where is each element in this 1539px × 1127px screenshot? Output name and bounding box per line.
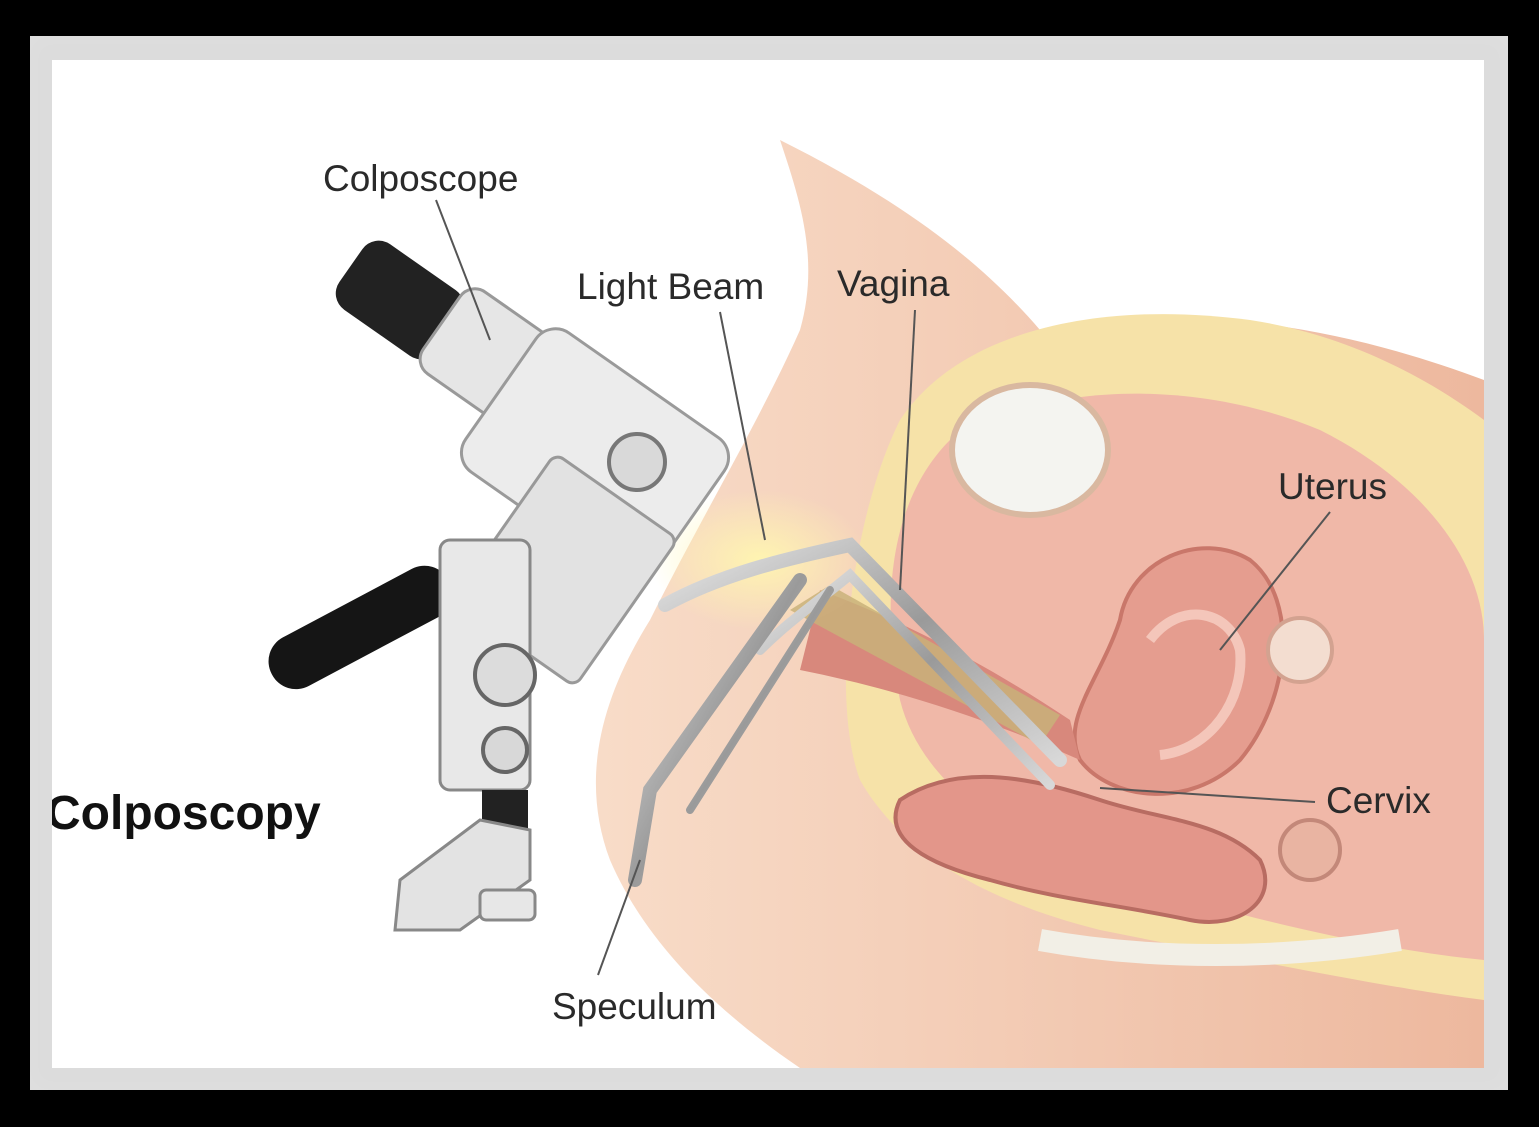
diagram-canvas: Colposcope Light Beam Vagina Uterus Cerv…: [52, 60, 1484, 1068]
leader-vagina: [899, 309, 916, 591]
uterus-shape: [1072, 546, 1285, 796]
leader-lines: [435, 199, 1331, 976]
label-colposcope: Colposcope: [323, 158, 519, 199]
illustration: [268, 140, 1484, 1068]
leader-light-beam: [719, 311, 766, 541]
colposcope-shape: [268, 240, 731, 932]
light-beam-shaft: [790, 585, 1060, 745]
bladder: [949, 382, 1111, 518]
diagram-title: Colposcopy: [52, 787, 321, 840]
rectum: [893, 774, 1268, 924]
label-speculum: Speculum: [552, 986, 717, 1027]
label-light-beam: Light Beam: [577, 266, 765, 307]
label-uterus: Uterus: [1278, 466, 1387, 507]
leader-cervix: [1099, 787, 1316, 803]
label-cervix: Cervix: [1326, 780, 1431, 821]
leader-uterus: [1219, 511, 1331, 651]
label-vagina: Vagina: [837, 263, 950, 304]
leader-colposcope: [435, 199, 491, 341]
speculum-shape: [628, 537, 1067, 887]
leader-speculum: [597, 859, 641, 976]
